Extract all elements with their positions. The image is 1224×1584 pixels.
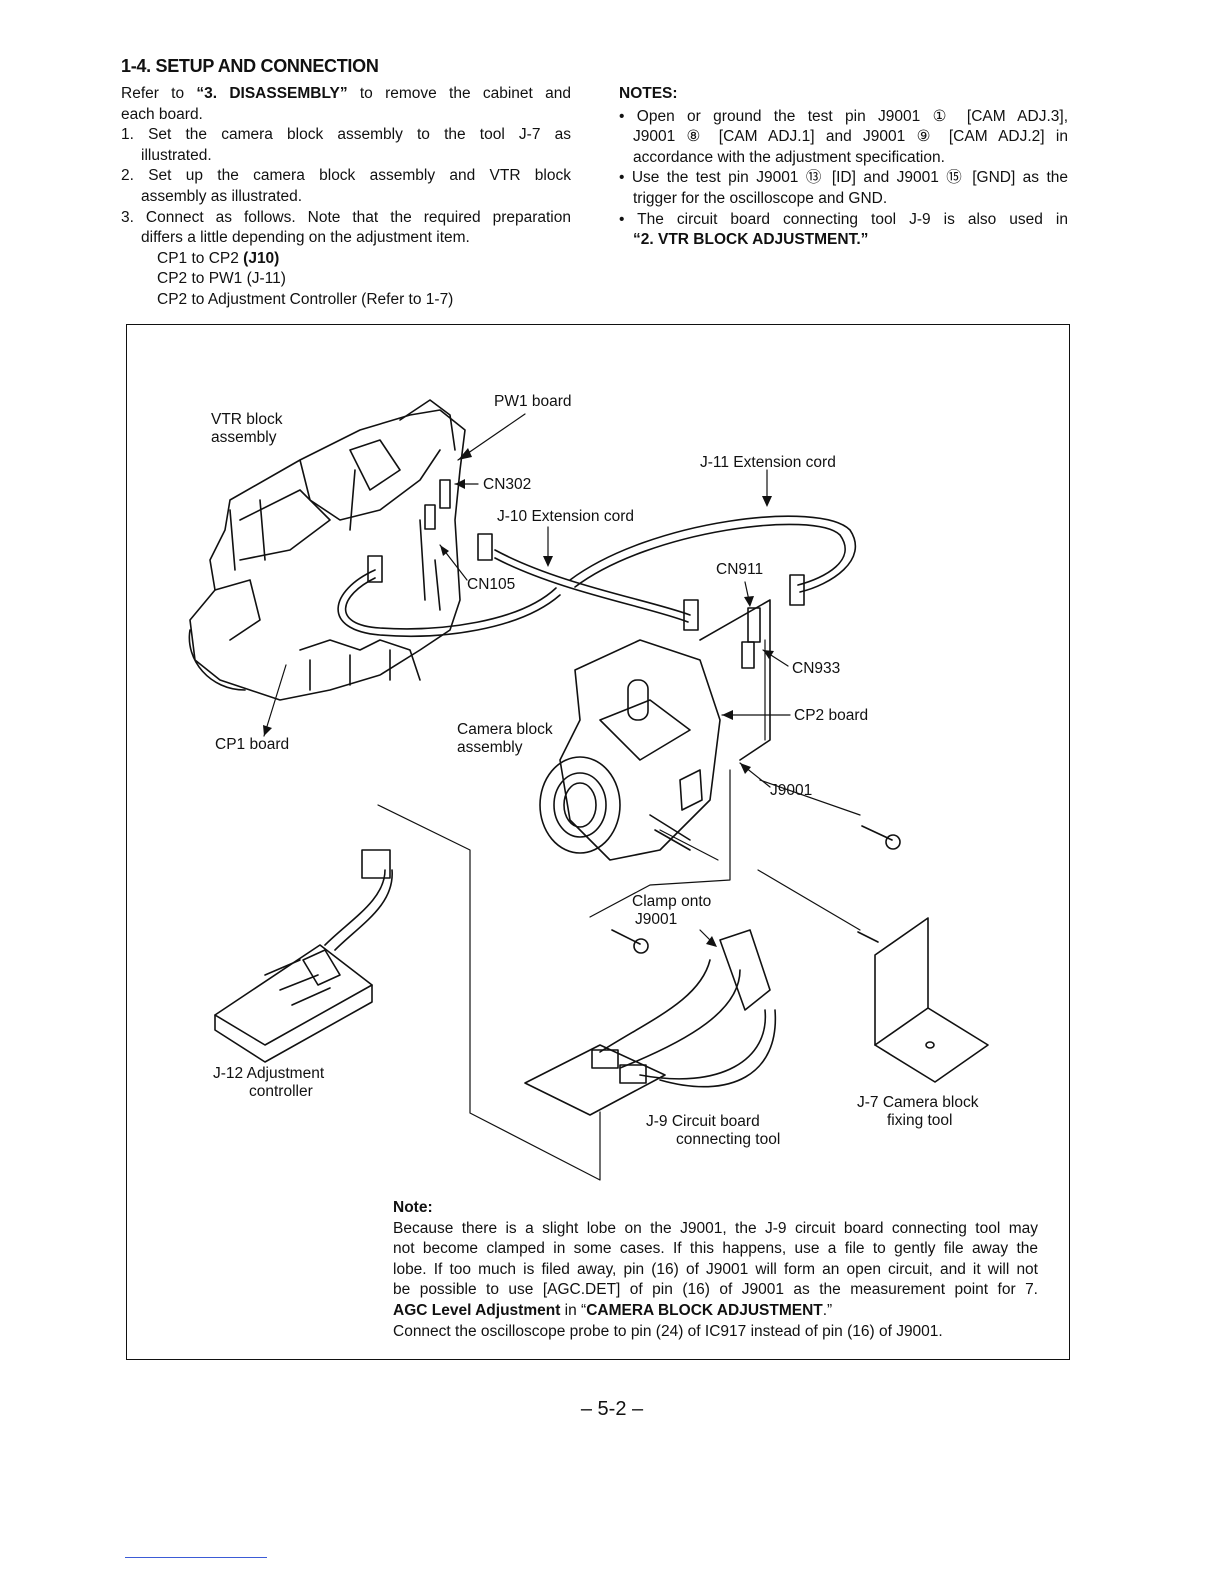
label-cp1-board: CP1 board: [215, 736, 290, 753]
note-1-cont: J9001 ⑧ [CAM ADJ.1] and J9001 ⑨ [CAM ADJ…: [633, 128, 1068, 146]
notes-column: NOTES: • Open or ground the test pin J90…: [619, 84, 1068, 251]
label-j7: J-7 Camera block: [857, 1094, 979, 1111]
label-j12: J-12 Adjustment: [213, 1065, 325, 1082]
footer-rule: [125, 1557, 267, 1558]
label-j12-2: controller: [249, 1083, 313, 1100]
j12-controller-drawing: [214, 849, 393, 1063]
screw-icon: [611, 825, 901, 954]
note-line-1: Because there is a slight lobe on the J9…: [393, 1219, 1038, 1237]
label-cn105: CN105: [467, 576, 516, 593]
left-column: Refer to “3. DISASSEMBLY” to remove the …: [121, 84, 571, 311]
note-2-cont: trigger for the oscilloscope and GND.: [633, 189, 888, 207]
connection-2: CP2 to PW1 (J-11): [157, 270, 286, 288]
label-j11-cord: J-11 Extension cord: [700, 454, 836, 471]
note-line-2: not become clamped in some cases. If thi…: [393, 1240, 1038, 1258]
intro-line: Refer to “3. DISASSEMBLY” to remove the …: [121, 85, 571, 102]
cp2-board-drawing: [699, 599, 771, 761]
page-number: – 5-2 –: [580, 1398, 644, 1420]
label-camera-block-2: assembly: [457, 739, 523, 756]
step-3-cont: differs a little depending on the adjust…: [141, 229, 470, 247]
label-clamp: Clamp onto: [632, 893, 712, 910]
step-2-cont: assembly as illustrated.: [141, 187, 303, 205]
note-line-4: be possible to use [AGC.DET] of pin (16)…: [393, 1281, 1038, 1299]
connection-1: CP1 to CP2 (J10): [157, 249, 280, 267]
label-j7-2: fixing tool: [887, 1112, 953, 1129]
vtr-block-drawing: [188, 399, 466, 701]
label-j9001: J9001: [770, 782, 813, 799]
label-cn933: CN933: [792, 660, 841, 677]
extension-cords: [337, 515, 857, 637]
arrowheads: [263, 448, 774, 947]
note-1: • Open or ground the test pin J9001 ① [C…: [619, 107, 1068, 125]
step-1: 1. Set the camera block assembly to the …: [121, 126, 571, 144]
label-j9: J-9 Circuit board: [646, 1113, 760, 1130]
j7-fixing-tool-drawing: [874, 917, 989, 1083]
label-cp2-board: CP2 board: [794, 707, 869, 724]
note-line-3: lobe. If too much is filed away, pin (16…: [393, 1260, 1038, 1278]
label-j10-cord: J-10 Extension cord: [497, 508, 634, 525]
note-line-6: Connect the oscilloscope probe to pin (2…: [393, 1322, 943, 1340]
label-cn911: CN911: [716, 561, 764, 578]
label-j9-2: connecting tool: [676, 1131, 781, 1148]
step-1-cont: illustrated.: [141, 146, 212, 164]
step-3: 3. Connect as follows. Note that the req…: [121, 208, 571, 226]
j9-tool-drawing: [524, 929, 777, 1116]
label-vtr-block: VTR block: [211, 411, 283, 428]
note-1-cont-2: accordance with the adjustment specifica…: [633, 148, 945, 166]
note-2: • Use the test pin J9001 ⑬ [ID] and J900…: [619, 169, 1068, 187]
leader-lines: [263, 413, 861, 1181]
notes-heading: NOTES:: [619, 85, 678, 102]
note-3: • The circuit board connecting tool J-9 …: [619, 210, 1068, 228]
figure-frame: [126, 324, 1070, 1360]
note-3-cont: “2. VTR BLOCK ADJUSTMENT.”: [633, 231, 869, 249]
camera-block-drawing: [539, 639, 721, 861]
connection-3: CP2 to Adjustment Controller (Refer to 1…: [157, 290, 454, 308]
intro-line-2: each board.: [121, 105, 203, 123]
label-camera-block: Camera block: [457, 721, 553, 738]
note-line-5: AGC Level Adjustment in “CAMERA BLOCK AD…: [393, 1301, 833, 1319]
label-pw1-board: PW1 board: [494, 393, 572, 410]
note-heading: Note:: [393, 1199, 433, 1216]
note-block: Note: Because there is a slight lobe on …: [393, 1198, 1038, 1342]
label-cn302: CN302: [483, 476, 532, 493]
label-clamp-2: J9001: [635, 911, 678, 928]
step-2: 2. Set up the camera block assembly and …: [121, 167, 571, 185]
section-title: 1-4. SETUP AND CONNECTION: [121, 56, 379, 76]
label-vtr-block-2: assembly: [211, 429, 277, 446]
